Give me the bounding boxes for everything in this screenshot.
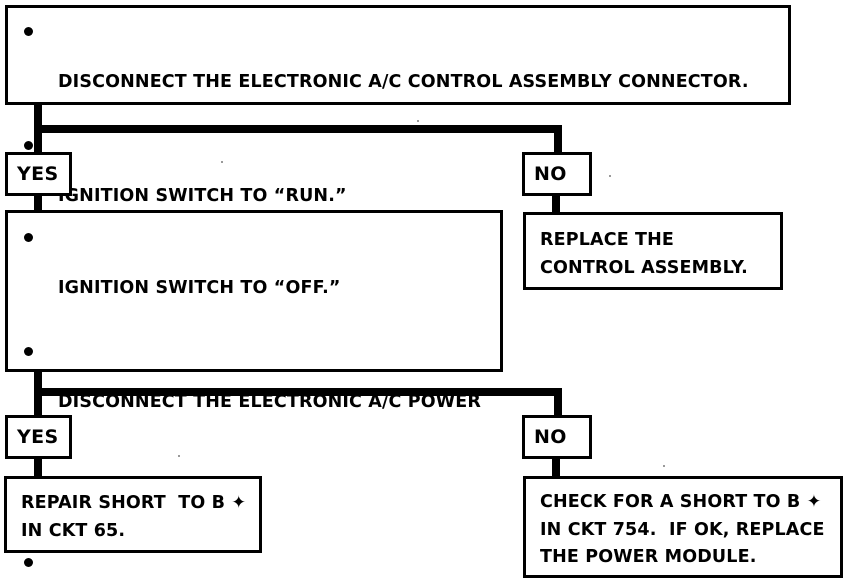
branch2-no-label: NO (534, 425, 567, 448)
bullet-icon (24, 233, 33, 242)
result-line: THE POWER MODULE. (540, 547, 757, 567)
scan-speckle (178, 455, 180, 457)
result-line: IN CKT 754. IF OK, REPLACE (540, 519, 825, 540)
result-line: CONTROL ASSEMBLY. (540, 257, 748, 278)
connector-branch1-yes-down (34, 194, 42, 214)
result-line: CHECK FOR A SHORT TO B ✦ (540, 492, 822, 512)
list-item: IGNITION SWITCH TO “RUN.” (24, 135, 788, 240)
node-result-repair-ckt65-text: REPAIR SHORT TO B ✦ IN CKT 65. (7, 479, 259, 540)
scan-speckle (663, 465, 665, 467)
list-item-label: DISCONNECT THE ELECTRONIC A/C CONTROL AS… (58, 71, 749, 92)
connector-step1-bus (34, 125, 562, 133)
list-item: DISCONNECT THE ELECTRONIC A/C POWER (24, 341, 500, 446)
list-item: IGNITION SWITCH TO “RUN.” (24, 552, 500, 584)
connector-step1-to-no (554, 125, 562, 157)
scan-speckle (609, 175, 611, 177)
result-line: REPAIR SHORT TO B ✦ (21, 493, 247, 513)
list-item: DISCONNECT THE ELECTRONIC A/C CONTROL AS… (24, 21, 788, 126)
bullet-icon (24, 347, 33, 356)
node-result-control-assembly-box: REPLACE THE CONTROL ASSEMBLY. (523, 212, 783, 290)
branch2-yes-label: YES (17, 425, 59, 448)
result-line: REPLACE THE (540, 230, 675, 250)
connector-branch2-yes-down (34, 457, 42, 479)
connector-step2-to-no (554, 388, 562, 420)
list-item-label: IGNITION SWITCH TO “RUN.” (58, 185, 347, 206)
node-result-check-ckt754-box: CHECK FOR A SHORT TO B ✦ IN CKT 754. IF … (523, 476, 843, 578)
result-line: IN CKT 65. (21, 520, 126, 541)
bullet-icon (24, 27, 33, 36)
bullet-icon (24, 141, 33, 150)
node-step2-box: IGNITION SWITCH TO “OFF.” DISCONNECT THE… (5, 210, 503, 567)
branch1-no-label: NO (534, 162, 567, 185)
node-result-control-assembly-text: REPLACE THE CONTROL ASSEMBLY. (526, 215, 780, 277)
node-step1-box: DISCONNECT THE ELECTRONIC A/C CONTROL AS… (5, 5, 791, 301)
branch1-yes-chip: YES (5, 152, 72, 196)
node-result-repair-ckt65-box: REPAIR SHORT TO B ✦ IN CKT 65. (4, 476, 262, 553)
list-item: IGNITION SWITCH TO “OFF.” (24, 227, 500, 332)
connector-branch2-no-down (552, 457, 560, 479)
branch1-no-chip: NO (522, 152, 592, 196)
list-item-label: IGNITION SWITCH TO “OFF.” (58, 277, 341, 298)
list-item-label: DISCONNECT THE ELECTRONIC A/C POWER (58, 391, 481, 412)
branch2-yes-chip: YES (5, 415, 72, 459)
bullet-icon (24, 557, 33, 567)
connector-branch1-no-down (552, 194, 560, 214)
branch1-yes-label: YES (17, 162, 59, 185)
branch2-no-chip: NO (522, 415, 592, 459)
node-result-check-ckt754-text: CHECK FOR A SHORT TO B ✦ IN CKT 754. IF … (526, 479, 840, 567)
scan-speckle (221, 161, 223, 163)
scan-speckle (417, 120, 419, 122)
connector-step2-bus (34, 388, 562, 396)
